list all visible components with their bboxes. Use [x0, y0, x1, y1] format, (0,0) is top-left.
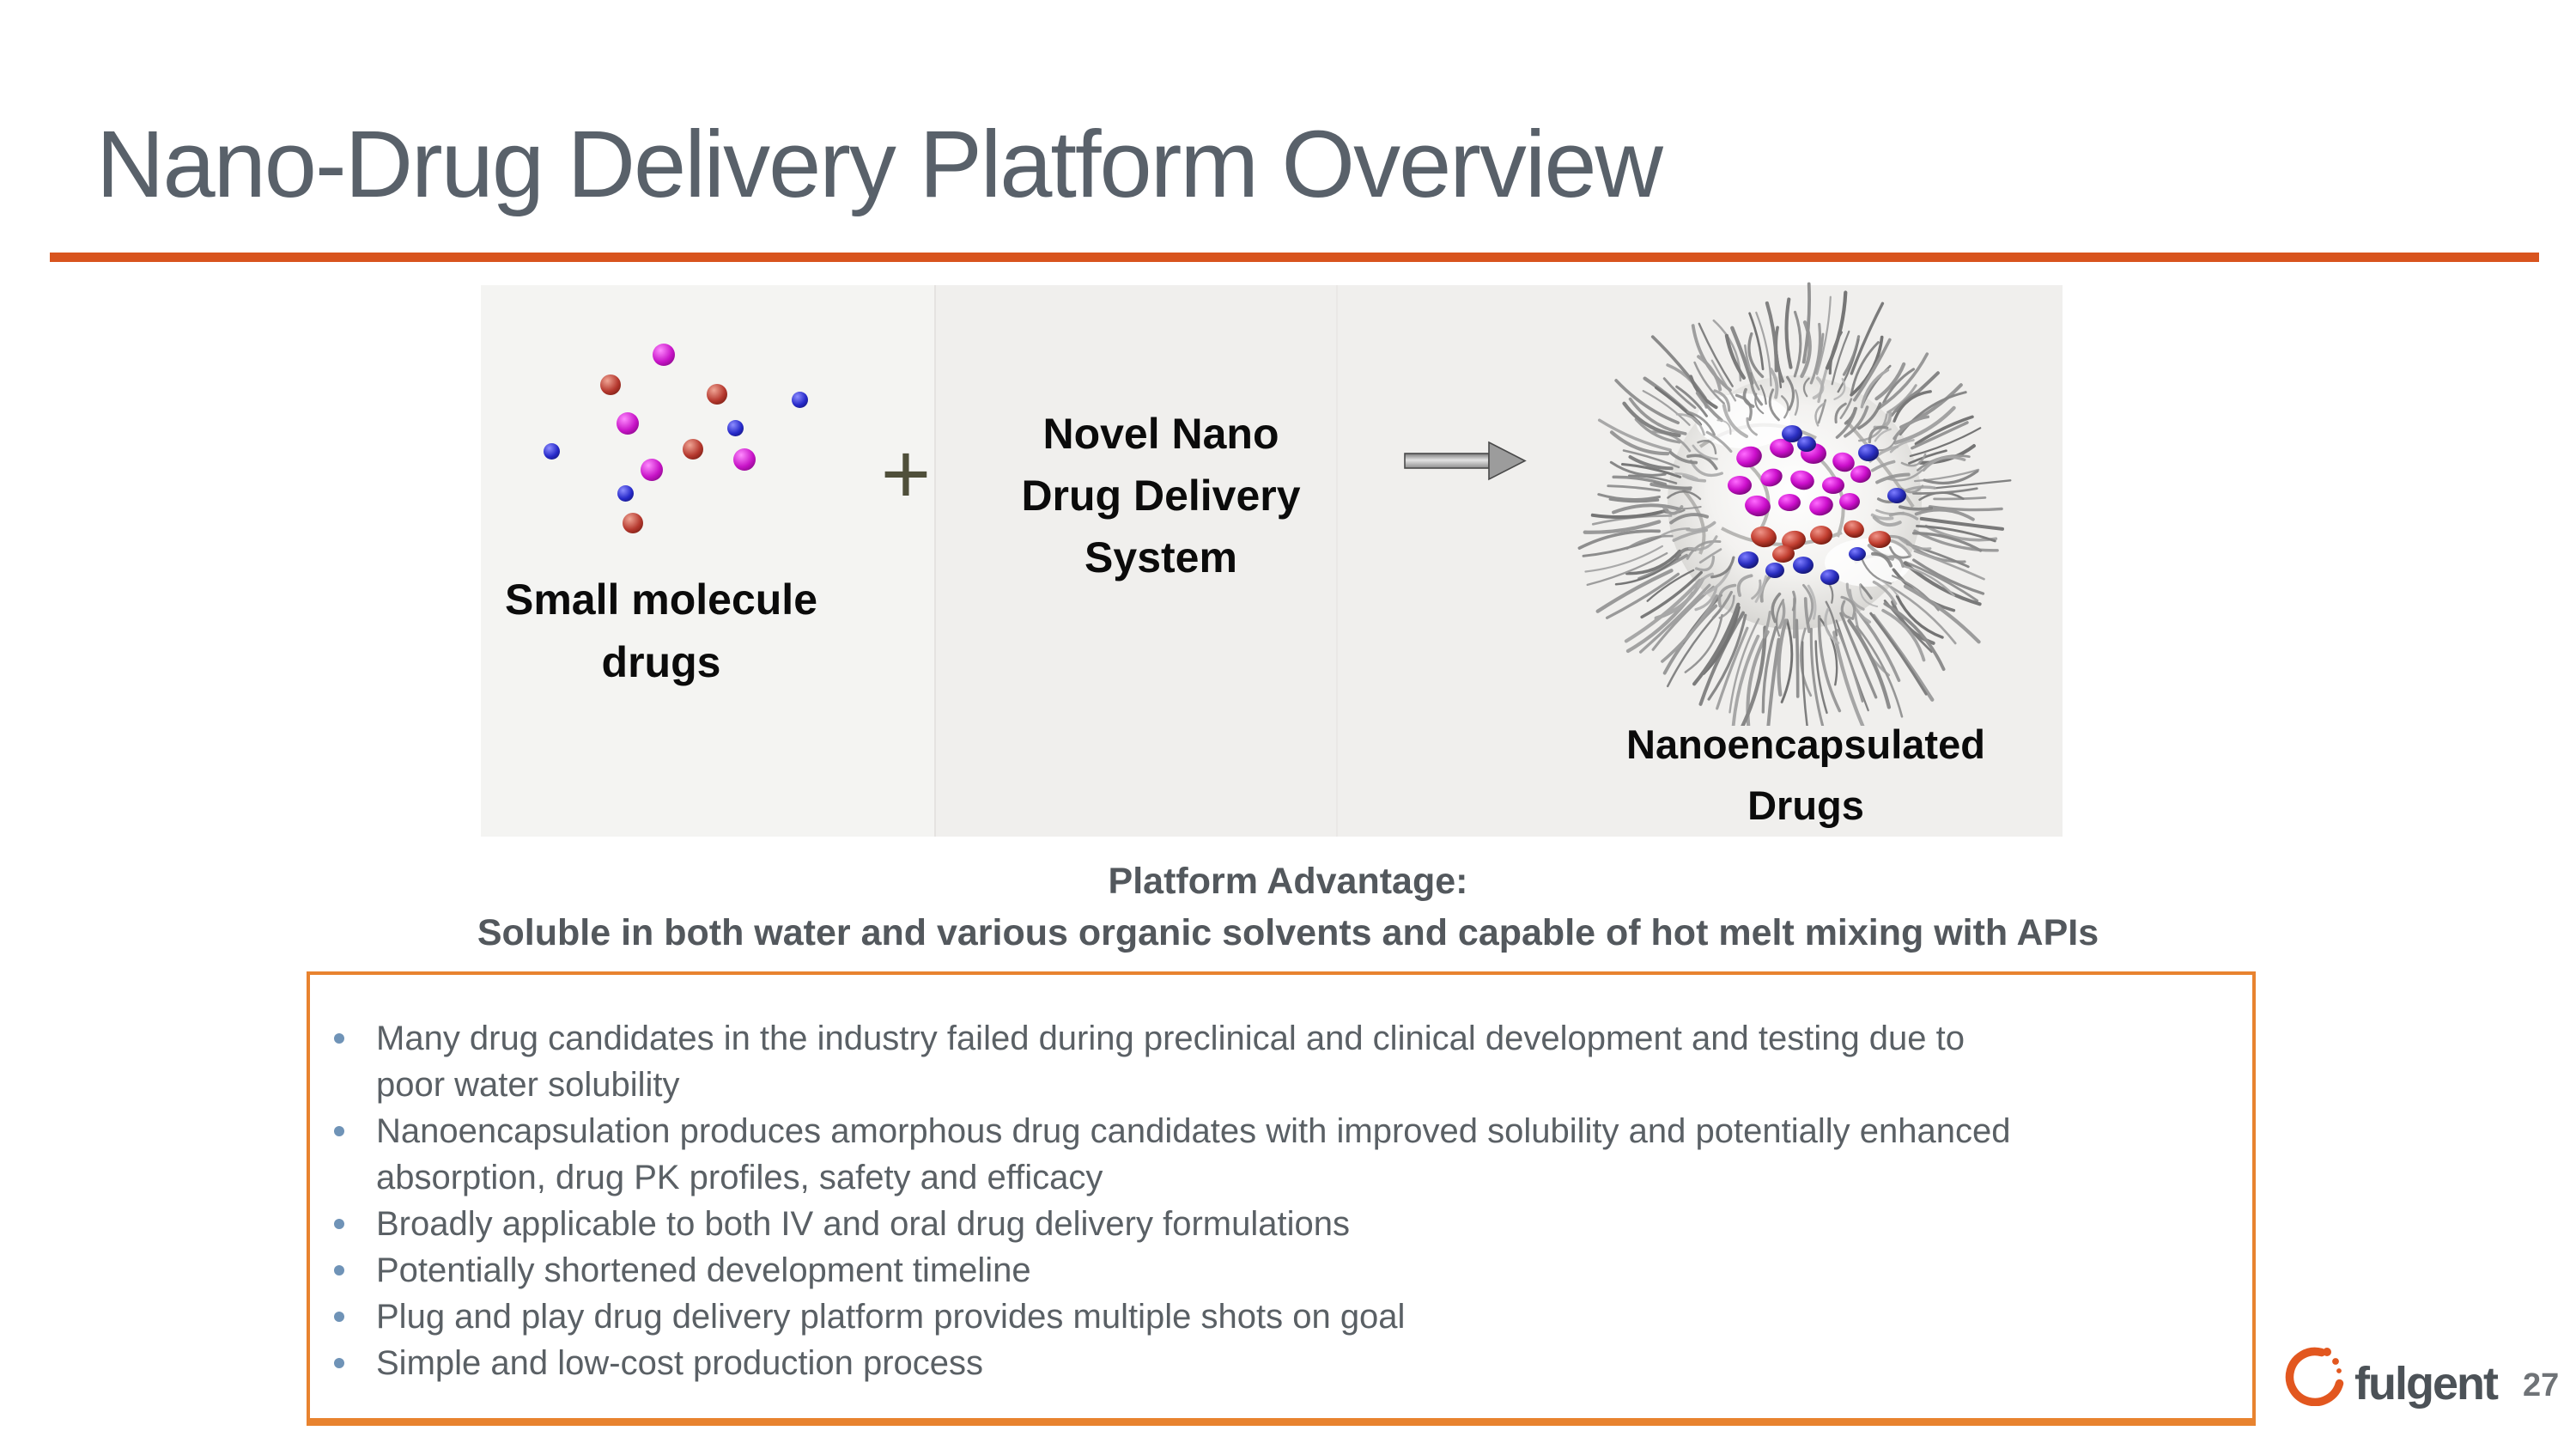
molecule-dot — [791, 391, 808, 408]
small-molecule-image-panel — [481, 285, 934, 837]
molecule-dot — [617, 412, 639, 435]
bullet-text: Plug and play drug delivery platform pro… — [376, 1298, 1406, 1336]
molecule-dot — [733, 448, 756, 471]
platform-advantage-subheading: Soluble in both water and various organi… — [477, 912, 2099, 953]
bullet-item: Potentially shortened development timeli… — [334, 1247, 2162, 1294]
title-underline-rule — [50, 253, 2539, 262]
fulgent-logo-wordmark: fulgent — [2354, 1358, 2499, 1409]
molecule-dot — [623, 513, 643, 533]
molecule-dot — [641, 459, 663, 481]
bullet-item: Many drug candidates in the industry fai… — [334, 1015, 2162, 1108]
molecule-dot — [543, 442, 560, 460]
page-number: 27 — [2523, 1367, 2560, 1403]
page-title: Nano-Drug Delivery Platform Overview — [96, 112, 1663, 217]
bullet-text: Nanoencapsulation produces amorphous dru… — [376, 1112, 2011, 1196]
bullet-text: Simple and low-cost production process — [376, 1344, 984, 1382]
arrow-right-icon — [1404, 441, 1527, 481]
bullet-item: Broadly applicable to both IV and oral d… — [334, 1201, 2162, 1247]
bullet-item: Plug and play drug delivery platform pro… — [334, 1294, 2162, 1340]
molecule-dot — [707, 384, 727, 405]
bullet-dot-icon — [334, 1219, 344, 1229]
bullet-dot-icon — [334, 1265, 344, 1275]
nanoparticle-image — [1577, 282, 2012, 726]
advantage-box — [307, 971, 2256, 1426]
molecule-dot — [617, 484, 634, 502]
molecule-dot — [600, 374, 621, 395]
molecule-dot — [726, 419, 744, 436]
image-edge-divider — [1336, 285, 1338, 837]
advantage-bullet-list: Many drug candidates in the industry fai… — [334, 1015, 2162, 1386]
bullet-dot-icon — [334, 1126, 344, 1136]
molecule-dot — [683, 439, 703, 460]
image-edge-divider — [934, 285, 936, 837]
bullet-text: Broadly applicable to both IV and oral d… — [376, 1205, 1350, 1243]
plus-icon: + — [880, 426, 932, 522]
fulgent-logo-icon — [2285, 1347, 2345, 1406]
bullet-item: Nanoencapsulation produces amorphous dru… — [334, 1108, 2162, 1201]
bullet-text: Many drug candidates in the industry fai… — [376, 1020, 1965, 1104]
bullet-item: Simple and low-cost production process — [334, 1340, 2162, 1386]
platform-advantage-heading: Platform Advantage: — [1108, 861, 1468, 902]
bullet-text: Potentially shortened development timeli… — [376, 1251, 1031, 1289]
bullet-dot-icon — [334, 1033, 344, 1044]
bullet-dot-icon — [334, 1358, 344, 1368]
molecule-dot — [653, 344, 675, 366]
bullet-dot-icon — [334, 1312, 344, 1322]
